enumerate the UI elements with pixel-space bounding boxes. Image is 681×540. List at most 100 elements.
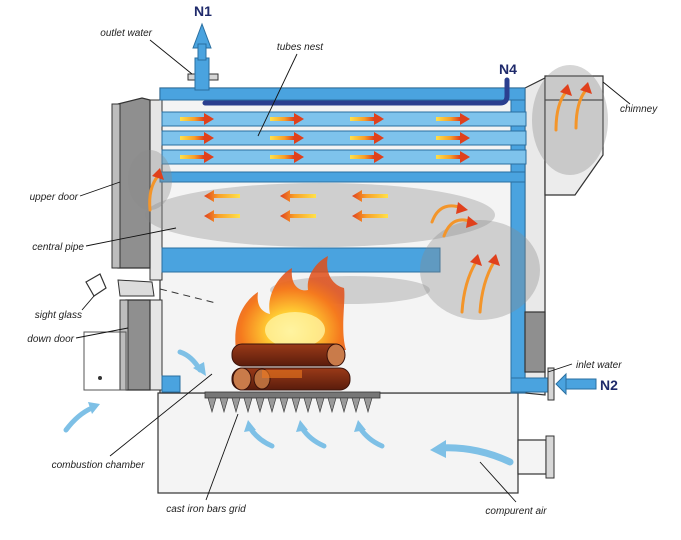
front-water-leg — [161, 375, 181, 393]
tubes-nest — [161, 111, 527, 165]
label-combustion-chamber: combustion chamber — [52, 460, 145, 471]
label-central-pipe: central pipe — [32, 242, 84, 253]
air-arrow-head — [354, 420, 366, 432]
leader-outlet-water — [149, 39, 193, 75]
labels: N1 N4 N2 outlet water tubes nest chimney… — [27, 3, 658, 517]
down-door-edge — [119, 299, 129, 391]
leader-central-pipe — [85, 227, 177, 247]
tube-arrow — [350, 113, 384, 125]
tube-arrow — [436, 151, 470, 163]
outlet-arrow-stem — [197, 43, 207, 61]
label-sight-glass: sight glass — [35, 310, 82, 321]
label-compurent-air: compurent air — [485, 506, 547, 517]
upper-water-baffle — [159, 171, 526, 183]
curve-arrow-head — [580, 82, 592, 94]
cast-iron-grid — [204, 391, 381, 414]
sight-line — [159, 288, 217, 304]
tube-arrow — [270, 151, 304, 163]
flame-core — [265, 312, 325, 348]
curve-arrow-head — [152, 168, 164, 180]
label-n2: N2 — [600, 377, 618, 393]
smoke-cloud-rear — [420, 220, 540, 320]
tube-row-1 — [161, 111, 527, 127]
label-outlet-water: outlet water — [100, 28, 152, 39]
leader-compurent-air — [479, 461, 517, 503]
label-upper-door: upper door — [30, 192, 79, 203]
ash-box — [157, 392, 519, 494]
label-n4: N4 — [499, 61, 517, 77]
sight-glass — [85, 273, 217, 304]
tube-arrow — [436, 113, 470, 125]
label-n1: N1 — [194, 3, 212, 19]
curve-arrow — [478, 260, 496, 314]
smoke-cloud-chimney — [532, 65, 608, 175]
sight-glass-tube — [117, 279, 155, 297]
leader-cast-iron-grid — [205, 413, 239, 501]
down-door-hinge-plate — [83, 331, 127, 391]
central-pipe-baffle — [161, 247, 441, 273]
outlet-water-nozzle — [187, 22, 219, 91]
leader-chimney — [602, 81, 631, 105]
down-door-knob — [98, 376, 102, 380]
tube-row-3 — [161, 149, 527, 165]
log-top-end — [326, 343, 346, 367]
label-tubes-nest: tubes nest — [277, 42, 324, 53]
inlet-flange — [547, 367, 555, 401]
leader-inlet-water — [547, 363, 573, 373]
air-arrow-large-head — [430, 440, 446, 458]
air-inlet-flange — [545, 435, 555, 479]
rear-cleanout-door — [524, 311, 546, 373]
tube-arrow — [350, 132, 384, 144]
return-arrow — [280, 210, 316, 222]
smoke-cloud-front — [128, 150, 172, 210]
air-arrow-large — [436, 444, 514, 466]
label-chimney: chimney — [620, 104, 658, 115]
return-arrow — [352, 190, 388, 202]
return-arrow — [280, 190, 316, 202]
grid-rail — [204, 391, 381, 399]
curve-arrow-head — [456, 202, 468, 214]
outlet-pipe — [194, 57, 210, 91]
curve-arrow-head — [488, 254, 500, 266]
water-jacket — [159, 87, 552, 394]
tube-arrow — [350, 151, 384, 163]
down-door — [125, 299, 151, 391]
upper-door-edge — [111, 103, 121, 269]
ember-glow — [262, 370, 302, 378]
air-inlet-stub — [517, 439, 547, 475]
tube-arrow — [180, 151, 214, 163]
leader-lines — [75, 39, 631, 503]
leader-combustion-chamber — [109, 373, 213, 457]
return-arrow — [352, 210, 388, 222]
tube-row-2 — [161, 130, 527, 146]
label-inlet-water: inlet water — [576, 360, 622, 371]
tube-arrow — [436, 132, 470, 144]
log-bottom-end-left — [232, 367, 252, 391]
curve-arrow — [148, 174, 160, 212]
sight-glass-lens — [85, 273, 107, 297]
top-water-wall — [159, 87, 526, 101]
air-arrows — [63, 349, 514, 466]
air-arrow-head — [296, 420, 308, 432]
inlet-arrow-head — [555, 372, 567, 396]
flame — [235, 256, 346, 350]
smoke-cloud-mid — [145, 183, 495, 247]
leader-upper-door — [79, 181, 121, 197]
curve-arrow-head — [466, 216, 478, 228]
inlet-arrow-shaft — [565, 378, 597, 390]
smoke — [128, 65, 608, 320]
curve-arrow-head — [470, 254, 482, 266]
leader-sight-glass — [81, 295, 95, 311]
air-arrow-head — [244, 420, 256, 432]
leader-tubes-nest — [257, 53, 298, 137]
n4-pipe — [202, 77, 510, 106]
return-arrow — [204, 190, 240, 202]
leader-down-door — [75, 327, 129, 339]
label-down-door: down door — [27, 334, 74, 345]
inlet-water-arrow — [547, 367, 597, 401]
tube-gas-arrows — [180, 113, 470, 163]
return-gas-arrows — [204, 190, 388, 222]
tube-arrow — [270, 113, 304, 125]
label-cast-iron-grid: cast iron bars grid — [166, 504, 246, 515]
